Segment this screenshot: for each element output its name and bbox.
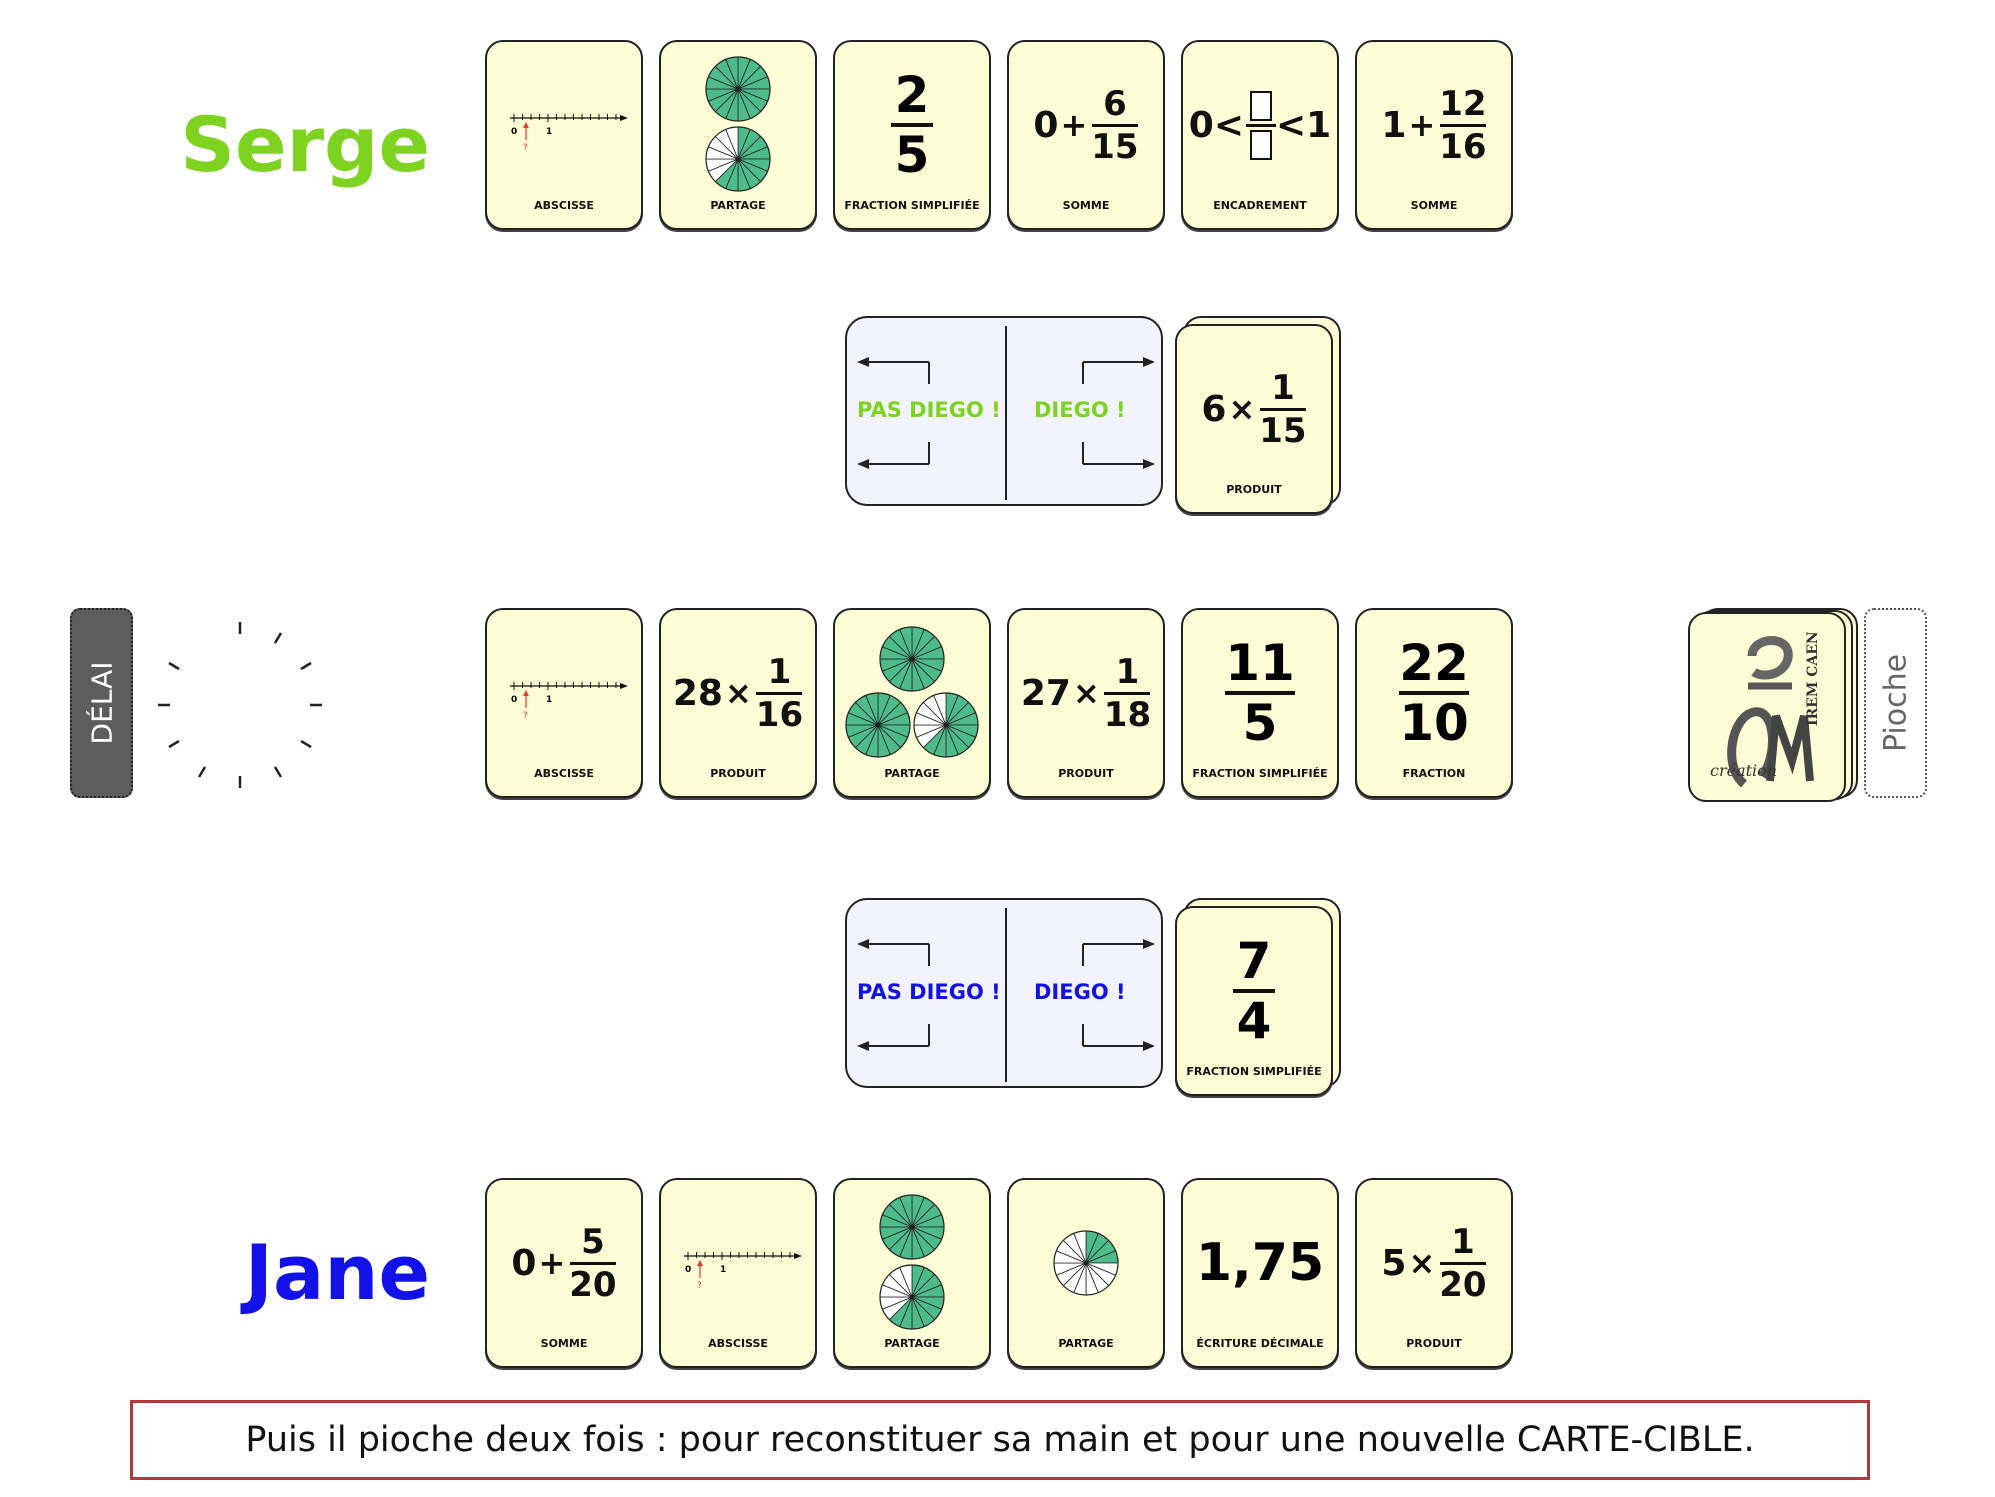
card-caption: ABSCISSE xyxy=(708,1337,768,1350)
svg-text:0: 0 xyxy=(511,695,517,705)
pie-partage-icon xyxy=(845,626,979,758)
pas-diego-button[interactable]: PAS DIEGO ! xyxy=(857,980,1001,1004)
pioche-button[interactable]: Pioche xyxy=(1864,608,1927,798)
svg-text:?: ? xyxy=(523,711,528,721)
svg-text:1: 1 xyxy=(546,127,552,137)
card-caption: FRACTION SIMPLIFIÉE xyxy=(1186,1065,1322,1078)
jane-hand-card[interactable]: PARTAGE xyxy=(833,1178,991,1368)
jane-hand-card[interactable]: 0 1 ? ABSCISSE xyxy=(659,1178,817,1368)
svg-text:1: 1 xyxy=(546,695,552,705)
card-caption: FRACTION SIMPLIFIÉE xyxy=(844,199,980,212)
encadrement-value: 0<<1 xyxy=(1189,90,1331,160)
card-caption: FRACTION SIMPLIFIÉE xyxy=(1192,767,1328,780)
card-caption: PRODUIT xyxy=(1058,767,1114,780)
diego-button[interactable]: DIEGO ! xyxy=(1034,980,1126,1004)
card-caption: PARTAGE xyxy=(884,767,940,780)
pie-partage-icon xyxy=(1053,1230,1119,1296)
card-caption: SOMME xyxy=(1062,199,1110,212)
svg-text:?: ? xyxy=(697,1281,702,1291)
timer-icon xyxy=(158,622,322,788)
serge-hand-card[interactable]: PARTAGE xyxy=(659,40,817,230)
card-caption: PARTAGE xyxy=(710,199,766,212)
logo-irem-text: IREM CAEN xyxy=(1805,631,1821,726)
instruction-message: Puis il pioche deux fois : pour reconsti… xyxy=(130,1400,1870,1480)
number-line-icon: 0 1 ? xyxy=(494,646,634,740)
player-name-jane: Jane xyxy=(244,1228,430,1317)
pie-partage-icon xyxy=(879,1194,945,1330)
target-row-card[interactable]: PARTAGE xyxy=(833,608,991,798)
card-caption: PRODUIT xyxy=(710,767,766,780)
card-caption: PARTAGE xyxy=(1058,1337,1114,1350)
svg-text:0: 0 xyxy=(511,127,517,137)
card-caption: PARTAGE xyxy=(884,1337,940,1350)
delai-button[interactable]: DÉLAI xyxy=(70,608,133,798)
card-caption: SOMME xyxy=(540,1337,588,1350)
svg-text:0: 0 xyxy=(685,1265,691,1275)
card-caption: ABSCISSE xyxy=(534,767,594,780)
pioche-label: Pioche xyxy=(1878,653,1913,753)
pas-diego-button[interactable]: PAS DIEGO ! xyxy=(857,398,1001,422)
diego-button[interactable]: DIEGO ! xyxy=(1034,398,1126,422)
jane-hand-card[interactable]: PARTAGE xyxy=(1007,1178,1165,1368)
player-name-serge: Serge xyxy=(180,100,430,189)
card-caption: ABSCISSE xyxy=(534,199,594,212)
card-caption: PRODUIT xyxy=(1226,483,1282,496)
card-caption: PRODUIT xyxy=(1406,1337,1462,1350)
decimal-value: 1,75 xyxy=(1195,1233,1325,1293)
card-caption: ENCADREMENT xyxy=(1213,199,1307,212)
logo-creation-text: création xyxy=(1710,761,1777,780)
choice-arrows-icon xyxy=(857,908,1155,1082)
card-caption: FRACTION xyxy=(1402,767,1466,780)
card-caption: ÉCRITURE DÉCIMALE xyxy=(1196,1337,1324,1350)
p2m-logo-icon: création IREM CAEN xyxy=(1710,631,1821,788)
svg-text:?: ? xyxy=(523,143,528,153)
card-caption: SOMME xyxy=(1410,199,1458,212)
serge-diego-choice: PAS DIEGO ! DIEGO ! xyxy=(845,316,1163,506)
target-row-card[interactable]: 0 1 ? ABSCISSE xyxy=(485,608,643,798)
deck-card[interactable]: création IREM CAEN xyxy=(1688,612,1846,802)
number-line-icon: 0 1 ? xyxy=(494,78,634,172)
delai-label: DÉLAI xyxy=(85,661,118,745)
svg-text:1: 1 xyxy=(720,1265,726,1275)
jane-diego-choice: PAS DIEGO ! DIEGO ! xyxy=(845,898,1163,1088)
choice-arrows-icon xyxy=(857,326,1155,500)
number-line-icon: 0 1 ? xyxy=(668,1216,808,1310)
pie-partage-icon xyxy=(705,56,771,192)
serge-hand-card[interactable]: 0 1 ? ABSCISSE xyxy=(485,40,643,230)
